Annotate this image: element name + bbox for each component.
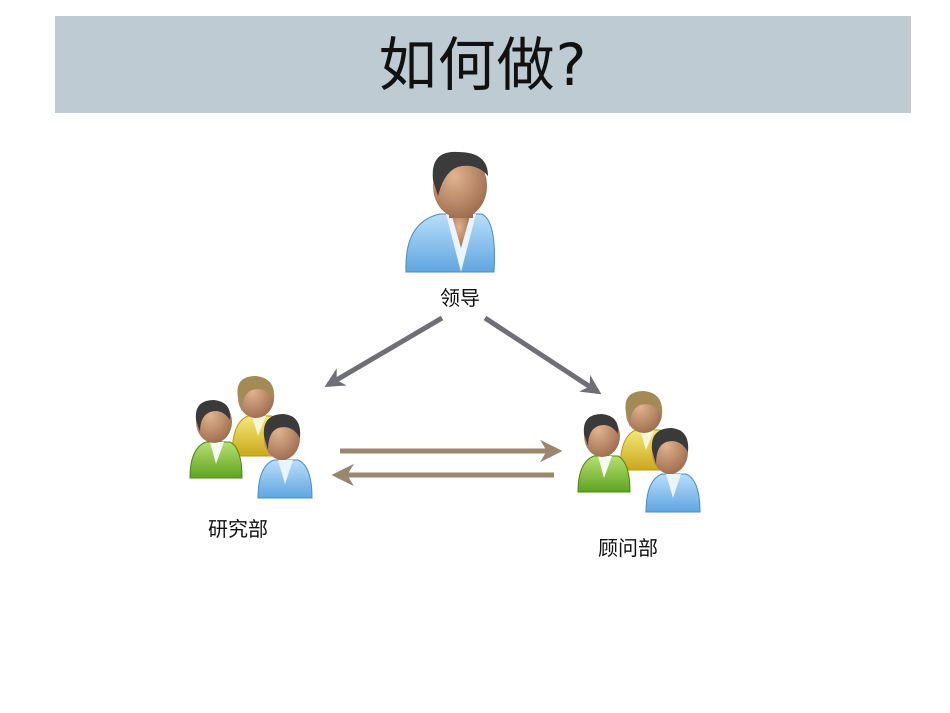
- arrow-leader-to-consulting: [483, 315, 602, 395]
- leader-person-icon: [405, 151, 495, 273]
- arrow-leader-to-research: [324, 315, 444, 388]
- leader-label: 领导: [440, 286, 480, 310]
- research-label: 研究部: [208, 517, 268, 541]
- research-group-icon: [189, 376, 313, 499]
- title-bar: 如何做?: [55, 16, 911, 113]
- consulting-group-icon: [577, 391, 701, 513]
- consulting-label: 顾问部: [598, 536, 658, 560]
- slide-title: 如何做?: [378, 30, 588, 99]
